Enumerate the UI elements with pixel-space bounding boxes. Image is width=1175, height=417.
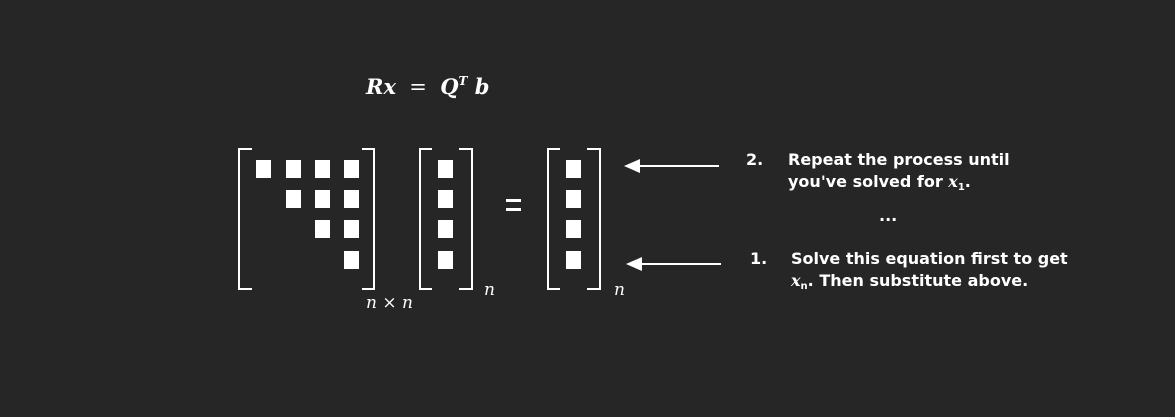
arrow-head-icon bbox=[626, 257, 642, 271]
r-matrix-entries bbox=[256, 160, 359, 269]
step-one-var: x bbox=[791, 271, 801, 290]
r-matrix-left-bracket bbox=[238, 148, 252, 290]
step-one-line2-suffix: . Then substitute above. bbox=[807, 271, 1029, 290]
r-entry bbox=[315, 190, 330, 208]
x-vector bbox=[419, 148, 473, 290]
r-entry bbox=[344, 251, 359, 269]
step-one-line1: Solve this equation first to get bbox=[791, 249, 1068, 268]
b-vector-right-bracket bbox=[587, 148, 601, 290]
b-entry bbox=[566, 220, 581, 238]
r-entry bbox=[315, 220, 330, 238]
b-vector-dimension: n bbox=[614, 280, 625, 300]
step-one-line2: xn. Then substitute above. bbox=[791, 270, 1068, 298]
equation-rx-equals-qtb: Rx = QT b bbox=[366, 74, 489, 99]
r-matrix-dimension: n × n bbox=[366, 293, 413, 313]
arrow-to-top-row bbox=[624, 159, 719, 173]
r-entry bbox=[286, 160, 301, 178]
step-one-text: Solve this equation first to get xn. The… bbox=[791, 248, 1068, 298]
step-two-number: 2. bbox=[746, 150, 764, 169]
step-two-line2-prefix: you've solved for bbox=[788, 172, 949, 191]
r-entry bbox=[344, 190, 359, 208]
step-two-var: x bbox=[948, 172, 958, 191]
x-entry bbox=[438, 251, 453, 269]
step-two-text: Repeat the process until you've solved f… bbox=[788, 149, 1010, 199]
x-vector-entries bbox=[438, 160, 453, 269]
b-entry bbox=[566, 190, 581, 208]
step-two-line2-suffix: . bbox=[964, 172, 971, 191]
equals-bar-bottom bbox=[506, 208, 521, 211]
b-entry bbox=[566, 160, 581, 178]
equation-transpose: T bbox=[458, 74, 468, 88]
step-one-subscript: n bbox=[800, 281, 808, 292]
x-entry bbox=[438, 190, 453, 208]
equation-q: Q bbox=[440, 74, 459, 99]
ellipsis: ... bbox=[879, 206, 898, 225]
arrow-to-bottom-row bbox=[626, 257, 721, 271]
equals-sign bbox=[506, 199, 521, 211]
step-two-subscript: 1 bbox=[957, 182, 965, 193]
x-vector-dimension: n bbox=[484, 280, 495, 300]
step-two-line2: you've solved for x1. bbox=[788, 171, 1010, 199]
x-entry bbox=[438, 220, 453, 238]
r-matrix bbox=[238, 148, 375, 290]
b-entry bbox=[566, 251, 581, 269]
r-entry bbox=[256, 160, 271, 178]
x-entry bbox=[438, 160, 453, 178]
equation-equals: = bbox=[409, 75, 427, 99]
equation-lhs: Rx bbox=[366, 74, 396, 99]
step-two-line1: Repeat the process until bbox=[788, 150, 1010, 169]
b-vector bbox=[547, 148, 601, 290]
r-matrix-right-bracket bbox=[362, 148, 375, 290]
arrow-head-icon bbox=[624, 159, 640, 173]
x-vector-left-bracket bbox=[419, 148, 432, 290]
x-vector-right-bracket bbox=[459, 148, 473, 290]
equals-bar-top bbox=[506, 199, 521, 202]
r-entry bbox=[344, 160, 359, 178]
step-one-number: 1. bbox=[750, 249, 768, 268]
r-entry bbox=[344, 220, 359, 238]
r-entry bbox=[286, 190, 301, 208]
equation-b: b bbox=[474, 74, 490, 99]
b-vector-entries bbox=[566, 160, 581, 269]
r-entry bbox=[315, 160, 330, 178]
b-vector-left-bracket bbox=[547, 148, 560, 290]
